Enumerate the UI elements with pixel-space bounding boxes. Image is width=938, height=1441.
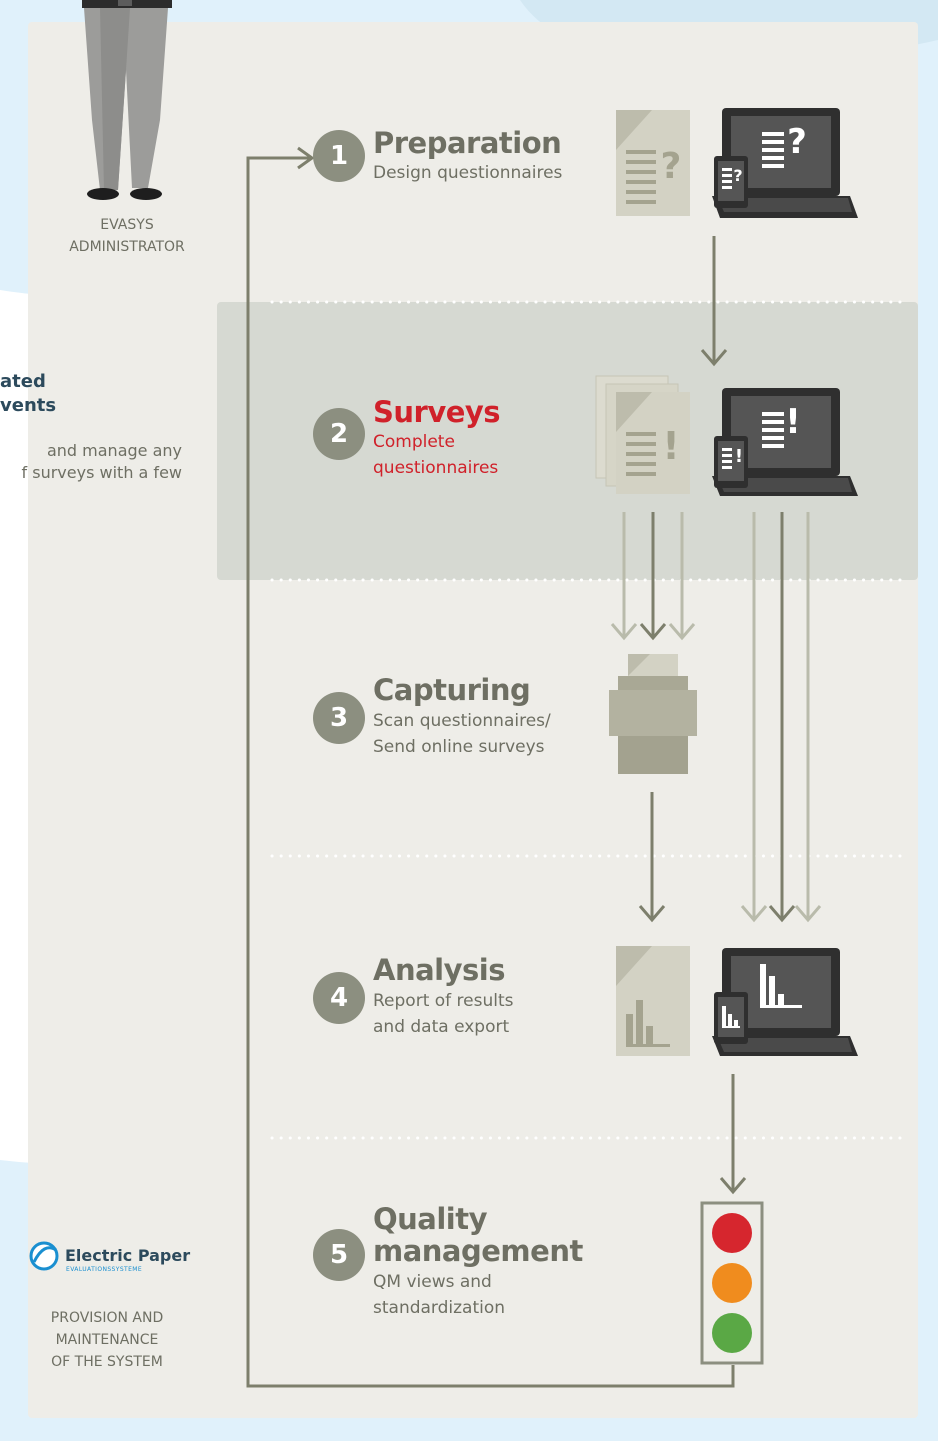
step-3-title: Capturing bbox=[373, 673, 531, 707]
feedback-loop-arrowhead bbox=[297, 146, 315, 170]
left-cloud-edge bbox=[0, 0, 40, 280]
paper-questionnaire-icon-1 bbox=[616, 110, 690, 216]
paper-report-icon-4 bbox=[616, 946, 690, 1056]
paper-exclamation-mark: ! bbox=[662, 424, 680, 468]
laptop-survey-icon-2 bbox=[712, 388, 858, 496]
step-5-badge: 5 bbox=[313, 1229, 365, 1281]
scanner-icon-3 bbox=[609, 654, 697, 774]
side-panel-title: ated vents bbox=[0, 371, 57, 416]
step-1-badge: 1 bbox=[313, 130, 365, 182]
laptop-questionnaire-icon-1 bbox=[712, 108, 858, 218]
step-4-title: Analysis bbox=[373, 953, 505, 987]
paper-question-mark: ? bbox=[660, 146, 682, 187]
logo-tagline: EVALUATIONSSYSTEME bbox=[66, 1266, 143, 1273]
tablet-question-mark: ? bbox=[733, 166, 743, 185]
step-5-title: Quality management bbox=[373, 1202, 583, 1268]
side-panel-body: and manage any f surveys with a few bbox=[21, 441, 182, 482]
step-2-title: Surveys bbox=[373, 395, 501, 429]
administrator-label: EVASYS ADMINISTRATOR bbox=[69, 217, 185, 255]
administrator-figure bbox=[82, 0, 172, 200]
step-1-subtitle: Design questionnaires bbox=[373, 163, 563, 183]
laptop-question-mark: ? bbox=[787, 122, 807, 162]
laptop-exclamation-mark: ! bbox=[785, 402, 801, 442]
logo-name: Electric Paper bbox=[65, 1246, 191, 1265]
laptop-report-icon-4 bbox=[712, 948, 858, 1056]
step-4-subtitle: Report of results and data export bbox=[373, 991, 514, 1037]
step-2-subtitle: Complete questionnaires bbox=[373, 432, 499, 478]
arrow-step1-to-step2-head bbox=[700, 349, 728, 367]
step-2-badge: 2 bbox=[313, 408, 365, 460]
feedback-loop-line bbox=[246, 156, 735, 1388]
step-1-title: Preparation bbox=[373, 126, 562, 160]
paper-stack-icon-2 bbox=[595, 375, 690, 494]
electric-paper-logo-mark bbox=[29, 1241, 59, 1271]
surveys-band bbox=[217, 302, 918, 580]
traffic-light-icon-5 bbox=[700, 1201, 764, 1365]
step-4-badge: 4 bbox=[313, 972, 365, 1024]
tablet-exclamation-mark: ! bbox=[734, 446, 744, 467]
provider-label: PROVISION AND MAINTENANCE OF THE SYSTEM bbox=[50, 1310, 164, 1370]
step-5-subtitle: QM views and standardization bbox=[373, 1272, 506, 1318]
step-3-badge: 3 bbox=[313, 692, 365, 744]
step-3-subtitle: Scan questionnaires/ Send online surveys bbox=[373, 711, 551, 757]
